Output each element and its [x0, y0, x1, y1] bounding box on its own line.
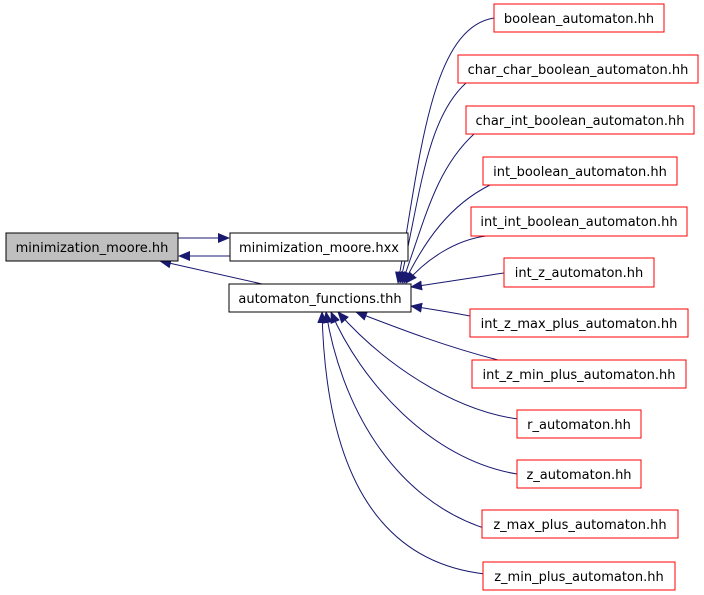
node-label: minimization_moore.hxx [239, 241, 399, 256]
edges [159, 17, 519, 575]
edge-z-min-to-functions [317, 311, 486, 575]
node-automaton-functions-thh[interactable]: automaton_functions.thh [228, 283, 412, 313]
node-label: int_int_boolean_automaton.hh [480, 215, 677, 230]
node-label: int_z_min_plus_automaton.hh [483, 368, 676, 383]
edge-int-boolean-to-functions [403, 184, 491, 284]
edge-int-int-to-functions [405, 235, 487, 284]
node-minimization-moore-hxx[interactable]: minimization_moore.hxx [229, 232, 409, 262]
node-label: z_max_plus_automaton.hh [493, 518, 666, 533]
edge-int-z-max-to-functions [410, 302, 471, 317]
edge-int-z-min-to-functions [355, 311, 499, 361]
edge-int-z-to-functions [410, 272, 505, 291]
edge-z-max-to-functions [322, 311, 491, 531]
edge-char-char-to-functions [397, 82, 467, 284]
edge-char-int-to-functions [401, 133, 475, 284]
node-int-z-min-plus-automaton-hh[interactable]: int_z_min_plus_automaton.hh [471, 359, 687, 389]
node-label: int_z_max_plus_automaton.hh [481, 317, 678, 332]
node-label: minimization_moore.hh [16, 241, 169, 256]
node-label: r_automaton.hh [527, 418, 631, 433]
node-int-int-boolean-automaton-hh[interactable]: int_int_boolean_automaton.hh [470, 206, 688, 237]
node-label: char_char_boolean_automaton.hh [468, 63, 689, 78]
node-z-min-plus-automaton-hh[interactable]: z_min_plus_automaton.hh [482, 561, 676, 591]
node-char-char-boolean-automaton-hh[interactable]: char_char_boolean_automaton.hh [457, 54, 699, 84]
node-int-z-automaton-hh[interactable]: int_z_automaton.hh [503, 257, 655, 288]
node-label: int_boolean_automaton.hh [493, 165, 667, 180]
edge-z-to-functions [330, 311, 518, 475]
node-z-max-plus-automaton-hh[interactable]: z_max_plus_automaton.hh [481, 509, 679, 539]
node-label: z_automaton.hh [526, 468, 631, 483]
node-char-int-boolean-automaton-hh[interactable]: char_int_boolean_automaton.hh [465, 105, 695, 135]
edge-r-to-functions [337, 311, 519, 420]
node-int-z-max-plus-automaton-hh[interactable]: int_z_max_plus_automaton.hh [469, 308, 689, 338]
node-label: int_z_automaton.hh [515, 266, 644, 281]
node-z-automaton-hh[interactable]: z_automaton.hh [516, 459, 642, 489]
edge-functions-to-root [159, 258, 263, 285]
node-label: char_int_boolean_automaton.hh [476, 114, 685, 129]
node-r-automaton-hh[interactable]: r_automaton.hh [516, 409, 642, 439]
node-label: boolean_automaton.hh [504, 12, 654, 27]
node-boolean-automaton-hh[interactable]: boolean_automaton.hh [493, 3, 665, 33]
node-minimization-moore-hh[interactable]: minimization_moore.hh [5, 232, 179, 262]
node-label: z_min_plus_automaton.hh [494, 570, 664, 585]
node-int-boolean-automaton-hh[interactable]: int_boolean_automaton.hh [482, 156, 678, 186]
node-label: automaton_functions.thh [238, 292, 401, 307]
